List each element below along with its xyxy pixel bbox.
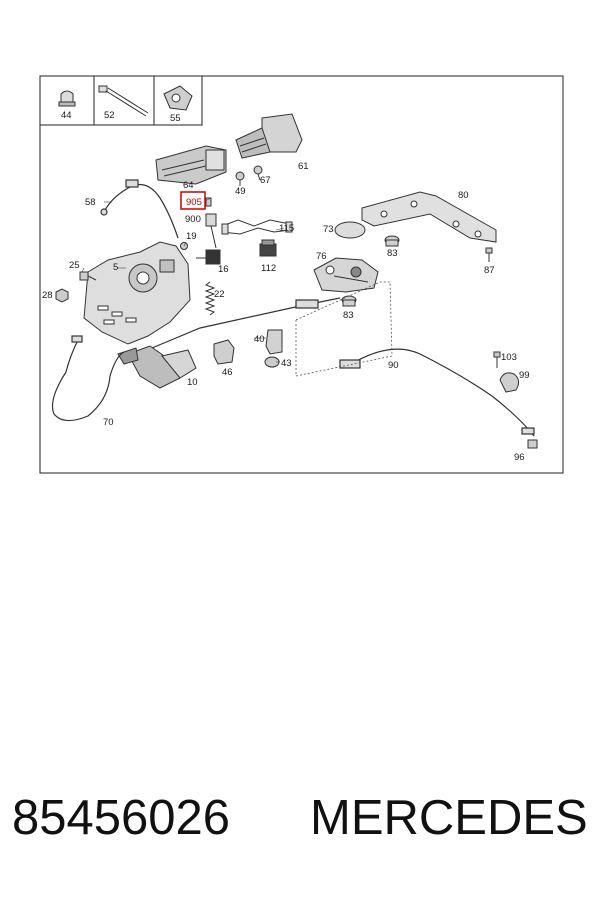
inset-box-52 — [93, 75, 155, 126]
label-49[interactable]: 49 — [235, 186, 246, 197]
part-905-bolt[interactable] — [205, 197, 212, 207]
part-80-bracket[interactable] — [361, 191, 497, 243]
label-73[interactable]: 73 — [323, 224, 334, 235]
part-40-bracket[interactable] — [265, 329, 283, 355]
inset-box-55 — [153, 75, 203, 126]
part-90-cable[interactable] — [339, 348, 535, 437]
label-67[interactable]: 67 — [260, 175, 271, 186]
label-52[interactable]: 52 — [104, 110, 115, 121]
part-73-grommet[interactable] — [334, 221, 366, 239]
part-16-switch[interactable] — [196, 249, 221, 265]
part-61-handle-cover[interactable] — [235, 113, 303, 159]
part-99-clip[interactable] — [499, 372, 520, 393]
part-46-bracket[interactable] — [213, 339, 235, 365]
label-5[interactable]: 5 — [113, 262, 118, 273]
label-83-upper[interactable]: 83 — [387, 248, 398, 259]
leader-lines — [81, 197, 285, 363]
label-28[interactable]: 28 — [42, 290, 53, 301]
label-10[interactable]: 10 — [187, 377, 198, 388]
label-40[interactable]: 40 — [254, 334, 265, 345]
label-76[interactable]: 76 — [316, 251, 327, 262]
part-83-grommet-upper[interactable] — [384, 235, 400, 247]
label-64[interactable]: 64 — [183, 180, 194, 191]
label-46[interactable]: 46 — [222, 367, 233, 378]
footer: 85456026 MERCEDES — [0, 790, 600, 870]
part-76-lever-mechanism[interactable] — [313, 257, 379, 293]
part-112-connector[interactable] — [259, 239, 277, 257]
part-900-switch[interactable] — [205, 213, 217, 249]
part-70-cable[interactable] — [51, 335, 125, 422]
part-44-cap[interactable] — [58, 90, 76, 107]
label-90[interactable]: 90 — [388, 360, 399, 371]
label-43[interactable]: 43 — [281, 358, 292, 369]
part-115-wiring-harness[interactable] — [221, 219, 293, 235]
label-87[interactable]: 87 — [484, 265, 495, 276]
part-52-cable-tie[interactable] — [98, 85, 149, 117]
label-99[interactable]: 99 — [519, 370, 530, 381]
highlight-box-905 — [180, 191, 206, 210]
part-58-release-cable[interactable] — [100, 179, 179, 239]
label-905[interactable]: 905 — [186, 197, 202, 208]
part-87-screw[interactable] — [485, 247, 493, 262]
parts-diagram: 44 52 55 61 64 49 67 58 905 900 115 73 8… — [39, 75, 564, 474]
label-70[interactable]: 70 — [103, 417, 114, 428]
part-5-pedal-base-plate[interactable] — [83, 241, 191, 345]
part-64-lever-housing[interactable] — [155, 145, 227, 185]
label-83-lower[interactable]: 83 — [343, 310, 354, 321]
actuator-cable[interactable] — [151, 297, 341, 349]
part-96-nut[interactable] — [527, 439, 538, 449]
label-103[interactable]: 103 — [501, 352, 517, 363]
part-28-nut[interactable] — [55, 288, 69, 303]
part-49-screw[interactable] — [235, 171, 245, 186]
part-55-clip[interactable] — [163, 85, 193, 111]
label-22[interactable]: 22 — [214, 289, 225, 300]
label-80[interactable]: 80 — [458, 190, 469, 201]
part-103-screw[interactable] — [493, 351, 501, 368]
label-55[interactable]: 55 — [170, 113, 181, 124]
part-labels: 44 52 55 61 64 49 67 58 905 900 115 73 8… — [42, 110, 530, 463]
part-83-grommet-lower[interactable] — [341, 295, 357, 307]
callout-dashed-lines — [295, 281, 393, 377]
label-44[interactable]: 44 — [61, 110, 72, 121]
label-112[interactable]: 112 — [261, 263, 276, 274]
label-25[interactable]: 25 — [69, 260, 80, 271]
label-58[interactable]: 58 — [85, 197, 96, 208]
label-115[interactable]: 115 — [279, 223, 294, 234]
part-22-spring[interactable] — [204, 281, 216, 316]
label-16[interactable]: 16 — [218, 264, 229, 275]
part-67-screw[interactable] — [253, 165, 263, 181]
part-number: 85456026 — [12, 791, 231, 845]
label-900[interactable]: 900 — [185, 214, 201, 225]
brand-name: MERCEDES — [310, 791, 588, 845]
part-10-pedal[interactable] — [117, 345, 197, 389]
part-25-bolt[interactable] — [79, 271, 97, 281]
label-61[interactable]: 61 — [298, 161, 309, 172]
label-96[interactable]: 96 — [514, 452, 525, 463]
diagram-frame — [39, 75, 564, 474]
label-19[interactable]: 19 — [186, 231, 197, 242]
